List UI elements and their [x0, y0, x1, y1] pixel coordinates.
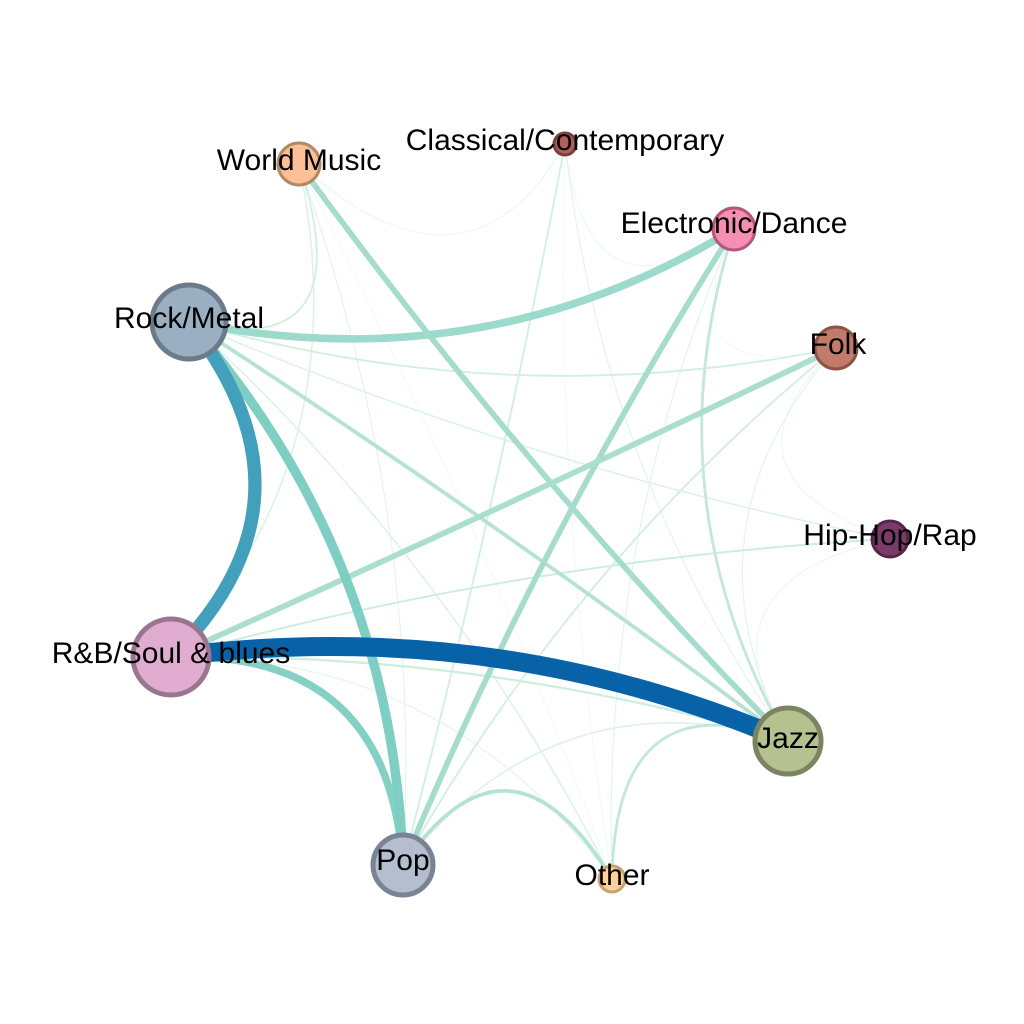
edge-rnb-hiphop	[170, 538, 891, 658]
node-world	[276, 141, 322, 187]
node-label-electronic: Electronic/Dance	[621, 207, 848, 240]
edge-electronic-other	[610, 228, 735, 880]
node-label-rnb: R&B/Soul & blues	[52, 637, 290, 670]
edge-rock-rnb	[164, 315, 262, 664]
edge-rock-hiphop	[188, 321, 891, 540]
node-rock	[149, 282, 229, 362]
edge-rock-jazz	[187, 320, 790, 743]
node-label-jazz: Jazz	[757, 722, 819, 755]
node-hiphop	[870, 519, 910, 559]
edge-electronic-jazz	[700, 227, 790, 743]
node-label-world: World Music	[217, 144, 381, 177]
node-folk	[813, 325, 859, 371]
edge-world-pop	[298, 163, 407, 866]
node-classical	[552, 131, 578, 157]
edge-pop-folk	[402, 347, 837, 866]
edge-world-classical	[298, 143, 566, 236]
node-electronic	[711, 206, 757, 252]
node-label-folk: Folk	[810, 328, 868, 361]
edge-rock-electronic	[185, 225, 738, 343]
edge-rnb-folk	[168, 345, 839, 660]
node-rnb	[130, 616, 212, 698]
node-layer	[130, 131, 910, 898]
node-other	[597, 864, 627, 894]
edge-pop-jazz	[402, 722, 789, 866]
edge-rock-other	[188, 321, 613, 880]
edge-rock-folk	[188, 321, 837, 377]
edge-pop-classical	[402, 143, 566, 866]
edge-layer	[161, 143, 891, 881]
node-pop	[370, 832, 436, 898]
node-jazz	[752, 705, 824, 777]
node-label-classical: Classical/Contemporary	[406, 124, 724, 157]
edge-rnb-jazz	[161, 637, 798, 751]
edge-electronic-pop	[400, 226, 737, 868]
edge-world-jazz	[296, 161, 791, 744]
node-label-pop: Pop	[376, 844, 429, 877]
edge-folk-jazz	[741, 347, 837, 742]
node-label-rock: Rock/Metal	[114, 302, 264, 335]
node-label-other: Other	[574, 859, 649, 892]
edge-folk-hiphop	[781, 347, 891, 540]
edge-pop-other	[401, 788, 614, 881]
node-label-hiphop: Hip-Hop/Rap	[803, 519, 976, 552]
label-layer: World Music Classical/ContemporaryElectro…	[52, 124, 977, 892]
edge-classical-jazz	[564, 143, 789, 742]
edge-rock-pop	[184, 317, 408, 870]
